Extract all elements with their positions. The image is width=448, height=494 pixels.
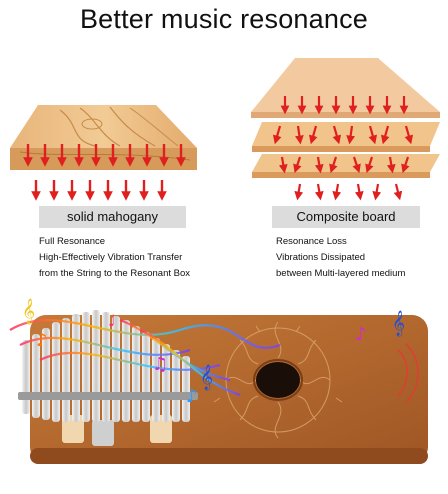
bridge-block-left xyxy=(62,415,84,443)
desc-line: High-Effectively Vibration Transfer xyxy=(39,252,183,263)
svg-text:♩: ♩ xyxy=(108,311,116,330)
composite-board-layers xyxy=(251,58,440,201)
composite-board-description: Resonance Loss Vibrations Dissipated bet… xyxy=(276,234,405,282)
solid-mahogany-label: solid mahogany xyxy=(39,206,186,228)
tine-clamp xyxy=(92,420,114,446)
music-note-icon: 𝄞 ♪ ♫ ♪ 𝄞 ♪ 𝄞 ♩ xyxy=(22,298,405,407)
desc-line: Vibrations Dissipated xyxy=(276,252,366,263)
desc-line: between Multi-layered medium xyxy=(276,268,406,279)
page-title: Better music resonance xyxy=(79,4,369,34)
solid-mahogany-description: Full Resonance High-Effectively Vibratio… xyxy=(39,234,190,282)
composite-board-label: Composite board xyxy=(272,206,420,228)
svg-text:♫: ♫ xyxy=(152,354,168,375)
desc-line: Full Resonance xyxy=(39,236,106,247)
desc-line: Resonance Loss xyxy=(276,236,347,247)
svg-text:𝄞: 𝄞 xyxy=(392,310,405,336)
svg-text:♪: ♪ xyxy=(186,386,198,407)
desc-line: from the String to the Resonant Box xyxy=(39,268,191,279)
sound-wave-icon xyxy=(9,318,281,397)
floral-carving xyxy=(213,321,343,439)
kalimba-illustration: 𝄞 ♪ ♫ ♪ 𝄞 ♪ 𝄞 ♩ xyxy=(9,298,428,464)
arrow-down-icon xyxy=(23,144,186,167)
svg-text:♪: ♪ xyxy=(355,324,367,345)
solid-mahogany-slab xyxy=(10,105,197,201)
svg-text:𝄞: 𝄞 xyxy=(200,364,213,390)
svg-text:♪: ♪ xyxy=(36,330,48,351)
svg-text:𝄞: 𝄞 xyxy=(22,298,35,324)
